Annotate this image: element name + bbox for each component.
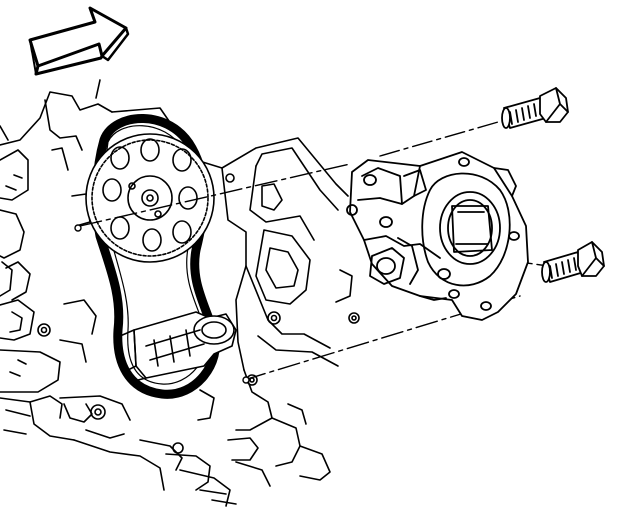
direction-arrow-icon bbox=[28, 6, 130, 76]
lower-mounting-bolt bbox=[541, 241, 605, 283]
engine-block bbox=[0, 79, 271, 507]
oil-pump-housing bbox=[346, 151, 529, 321]
camshaft-sprocket bbox=[85, 133, 215, 263]
front-cover-plate bbox=[111, 107, 360, 481]
upper-mounting-bolt bbox=[501, 87, 569, 129]
crankshaft-sprocket bbox=[119, 311, 237, 383]
